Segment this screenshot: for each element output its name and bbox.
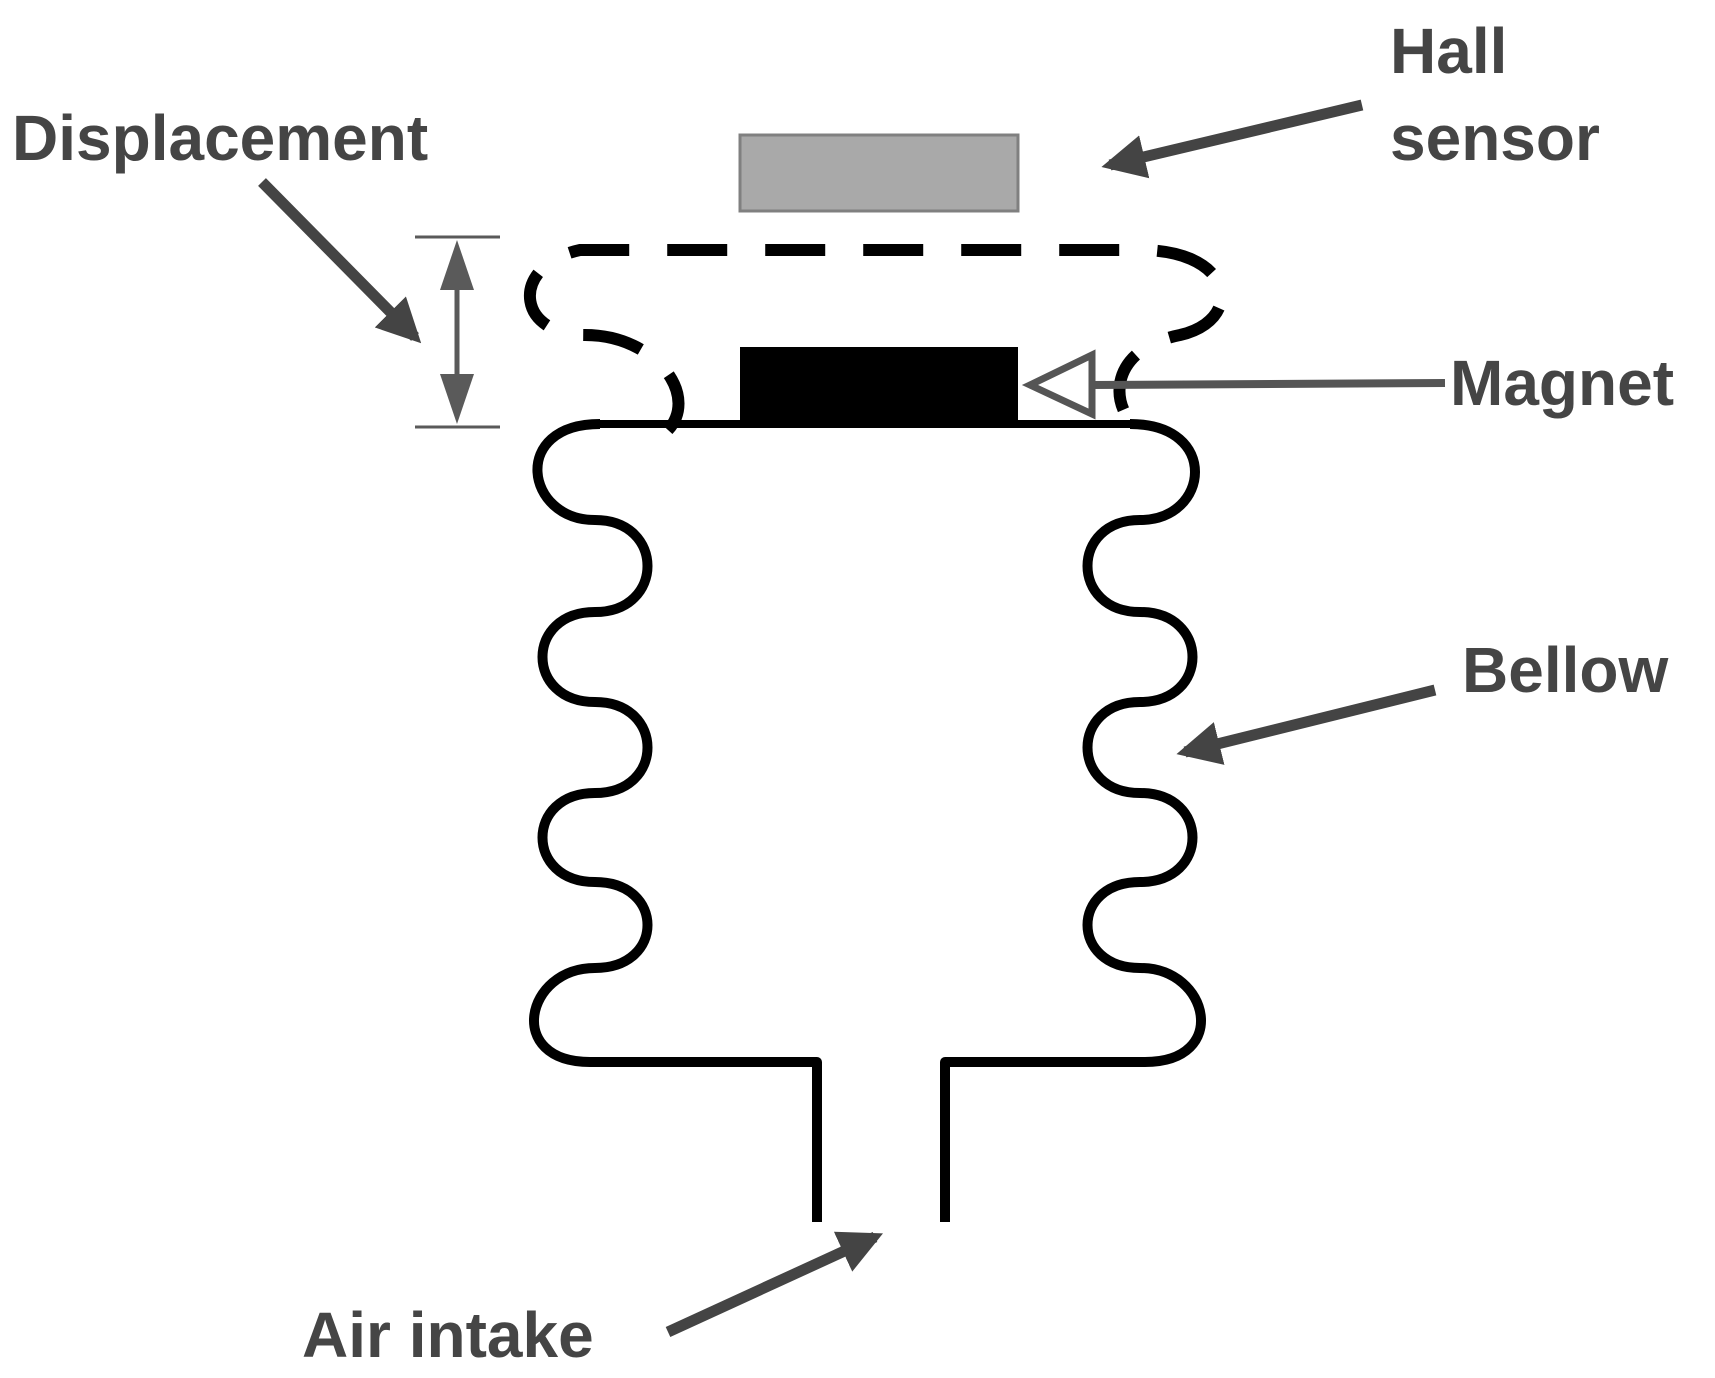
- bellow-left-wall: [529, 419, 822, 1222]
- bellow-arrow: [1176, 684, 1437, 765]
- air-intake-arrow: [665, 1231, 883, 1337]
- magnet: [740, 347, 1018, 427]
- bellow-right-wall: [940, 419, 1206, 1222]
- displacement-arrow: [258, 178, 422, 344]
- displacement-label: Displacement: [12, 102, 428, 174]
- air-intake-label: Air intake: [302, 1299, 594, 1371]
- displaced-top-outline: [523, 244, 1228, 435]
- magnet-arrow: [1021, 349, 1446, 420]
- dimension-arrow-down-icon: [440, 374, 474, 424]
- bellow-label: Bellow: [1462, 634, 1668, 706]
- displacement-dimension: [415, 235, 500, 429]
- hall-sensor-label-line2: sensor: [1390, 102, 1600, 174]
- dimension-arrow-up-icon: [440, 240, 474, 290]
- magnet-label: Magnet: [1450, 347, 1674, 419]
- hall-sensor-arrow: [1101, 99, 1364, 179]
- hall-sensor: [738, 133, 1020, 213]
- hollow-arrowhead-icon: [1021, 349, 1096, 420]
- hall-sensor-label-line1: Hall: [1390, 15, 1507, 87]
